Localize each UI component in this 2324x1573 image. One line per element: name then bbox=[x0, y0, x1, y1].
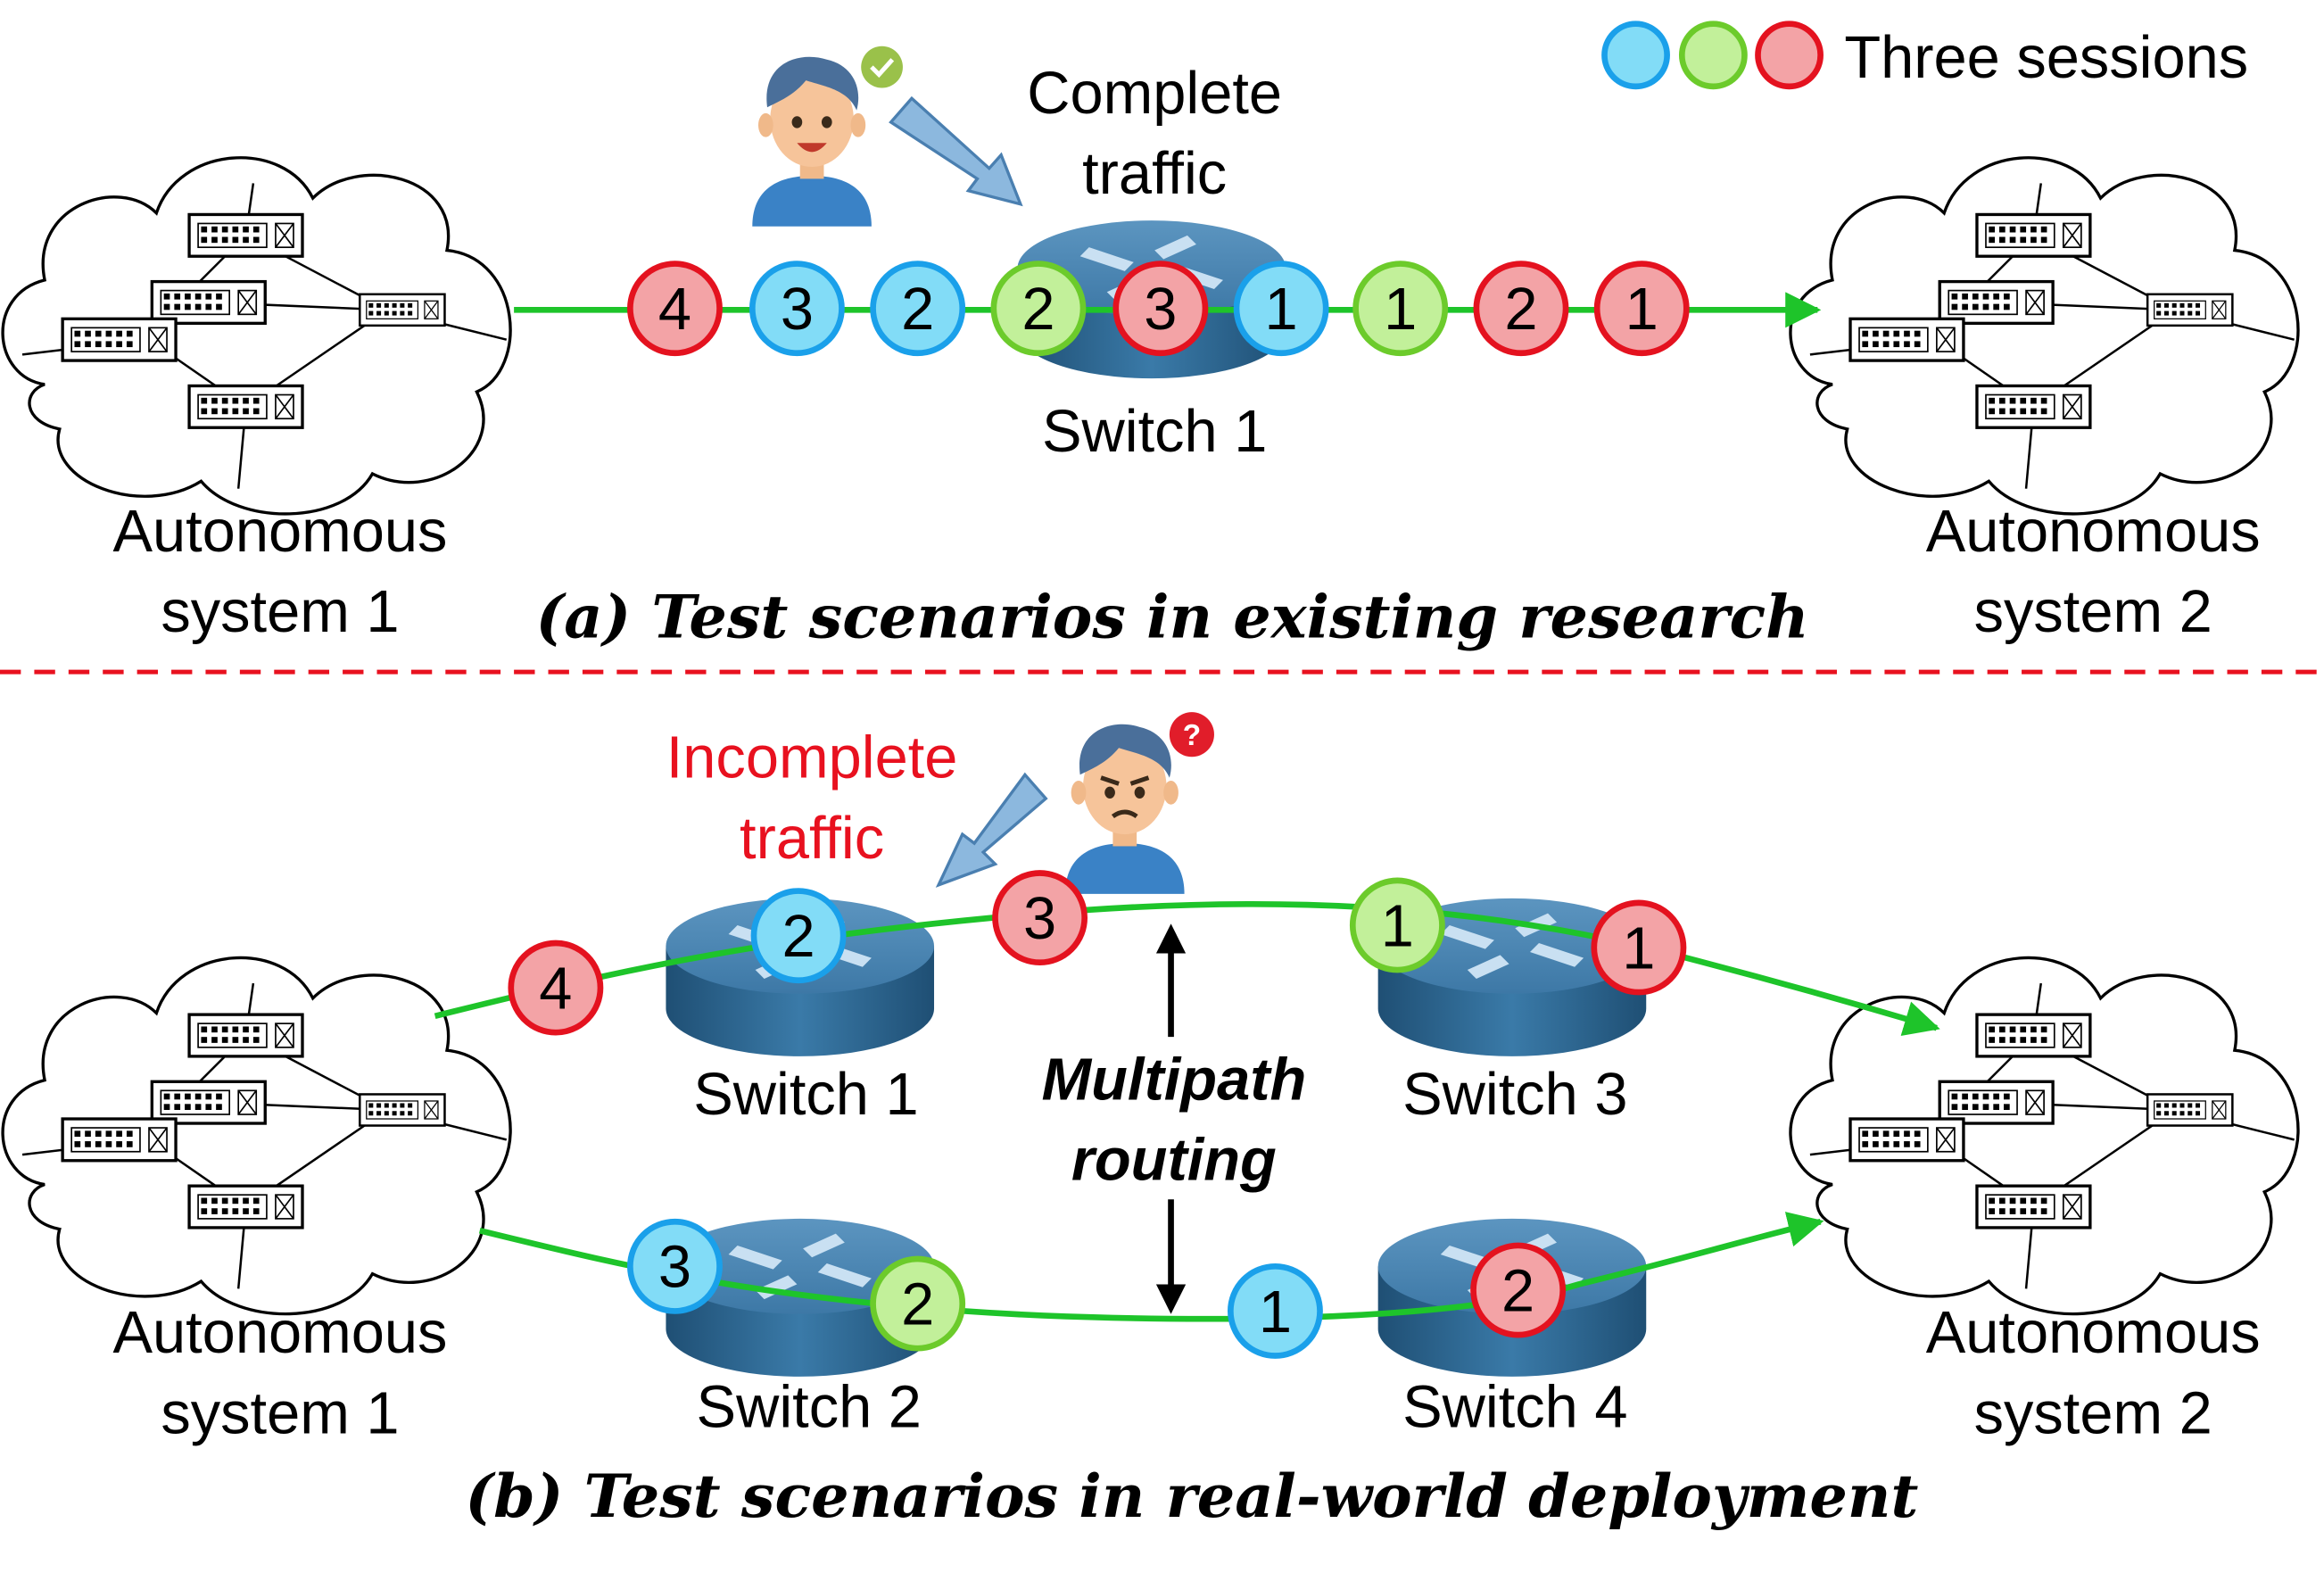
switch3-label: Switch 3 bbox=[1402, 1062, 1627, 1128]
switch4-label: Switch 4 bbox=[1402, 1375, 1627, 1441]
network-cloud-icon bbox=[1791, 158, 2298, 514]
panel-a: Three sessions Autonomous system 1 Auton… bbox=[3, 21, 2298, 652]
packet-sequence: 4 3 2 2 3 1 1 2 1 bbox=[627, 261, 1690, 357]
packet-number: 2 bbox=[1021, 277, 1054, 343]
legend: Three sessions bbox=[1601, 21, 2248, 91]
packet-number: 1 bbox=[1622, 915, 1655, 981]
packet-circle bbox=[1591, 899, 1687, 996]
packet-number: 2 bbox=[1501, 1258, 1534, 1324]
question-mark-icon: ? bbox=[1183, 719, 1201, 752]
packet-number: 1 bbox=[1625, 277, 1658, 343]
caption-a: (a) Test scenarios in existing research bbox=[536, 582, 1809, 652]
network-cloud-icon bbox=[1791, 957, 2298, 1313]
switch1-label: Switch 1 bbox=[1042, 399, 1267, 465]
packet-blue: 2 bbox=[750, 888, 847, 984]
pointer-arrow bbox=[935, 772, 1048, 888]
complete-traffic-line2: traffic bbox=[1082, 141, 1227, 207]
upper-path-line bbox=[434, 900, 1940, 1036]
as1-label-line1: Autonomous bbox=[112, 499, 447, 565]
packet-green: 1 bbox=[1352, 261, 1449, 357]
as2-label-line2: system 2 bbox=[1974, 579, 2212, 645]
legend-blue-session bbox=[1601, 21, 1670, 90]
packet-number: 1 bbox=[1384, 277, 1417, 343]
packet-blue: 3 bbox=[627, 1218, 723, 1314]
packet-circle bbox=[870, 261, 966, 357]
packet-red: 3 bbox=[1112, 261, 1209, 357]
as1-label-line2: system 1 bbox=[161, 1380, 399, 1446]
caption-b: (b) Test scenarios in real-world deploym… bbox=[466, 1461, 1919, 1531]
packet-circle bbox=[1352, 261, 1449, 357]
user-check-icon bbox=[752, 46, 903, 227]
packet-circle bbox=[748, 261, 845, 357]
packet-circle bbox=[508, 940, 604, 1036]
packet-circle bbox=[1349, 877, 1445, 973]
packet-blue: 1 bbox=[1233, 261, 1329, 357]
packet-number: 2 bbox=[782, 904, 815, 970]
packet-green: 2 bbox=[870, 1255, 966, 1352]
packet-number: 1 bbox=[1265, 277, 1298, 343]
packet-number: 3 bbox=[1023, 886, 1056, 952]
packet-blue: 1 bbox=[1227, 1263, 1323, 1359]
switch1-label: Switch 1 bbox=[693, 1062, 918, 1128]
incomplete-traffic-line2: traffic bbox=[740, 806, 884, 872]
multipath-label-line2: routing bbox=[1071, 1127, 1277, 1193]
packet-red: 4 bbox=[627, 261, 723, 357]
as2-label-line1: Autonomous bbox=[1926, 1300, 2261, 1366]
packet-red: 1 bbox=[1591, 899, 1687, 996]
packet-circle bbox=[992, 870, 1088, 966]
packet-number: 2 bbox=[1504, 277, 1537, 343]
network-cloud-icon bbox=[3, 158, 510, 514]
packet-number: 2 bbox=[901, 1271, 934, 1337]
packet-sequence: 4 2 3 1 1 3 2 1 2 bbox=[508, 870, 1687, 1359]
packet-red: 2 bbox=[1473, 261, 1569, 357]
as1-label-line2: system 1 bbox=[161, 579, 399, 645]
packet-red: 3 bbox=[992, 870, 1088, 966]
packet-number: 1 bbox=[1381, 893, 1414, 959]
as2-label-line2: system 2 bbox=[1974, 1380, 2212, 1446]
pointer-arrow bbox=[889, 95, 1023, 207]
packet-circle bbox=[990, 261, 1087, 357]
packet-circle bbox=[1473, 261, 1569, 357]
packet-circle bbox=[627, 1218, 723, 1314]
multipath-label-line1: Multipath bbox=[1042, 1047, 1307, 1113]
legend-label: Three sessions bbox=[1844, 25, 2248, 91]
complete-traffic-line1: Complete bbox=[1027, 61, 1282, 127]
user-question-icon: ? bbox=[1064, 712, 1214, 894]
packet-red: 4 bbox=[508, 940, 604, 1036]
packet-number: 3 bbox=[658, 1235, 691, 1301]
network-cloud-icon bbox=[3, 957, 510, 1313]
packet-circle bbox=[1227, 1263, 1323, 1359]
packet-green: 1 bbox=[1349, 877, 1445, 973]
packet-number: 3 bbox=[781, 277, 814, 343]
packet-circle bbox=[1233, 261, 1329, 357]
packet-number: 4 bbox=[658, 277, 691, 343]
packet-blue: 2 bbox=[870, 261, 966, 357]
packet-number: 1 bbox=[1259, 1279, 1292, 1345]
packet-red: 2 bbox=[1470, 1242, 1567, 1338]
packet-number: 4 bbox=[539, 956, 572, 1022]
switch2-label: Switch 2 bbox=[697, 1375, 922, 1441]
packet-number: 2 bbox=[901, 277, 934, 343]
packet-red: 1 bbox=[1593, 261, 1690, 357]
as1-label-line1: Autonomous bbox=[112, 1300, 447, 1366]
legend-red-session bbox=[1755, 21, 1824, 90]
panel-b: Autonomous system 1 Autonomous system 2 … bbox=[3, 712, 2298, 1531]
packet-circle bbox=[870, 1255, 966, 1352]
packet-circle bbox=[750, 888, 847, 984]
packet-green: 2 bbox=[990, 261, 1087, 357]
packet-circle bbox=[1470, 1242, 1567, 1338]
legend-green-session bbox=[1678, 21, 1748, 90]
packet-circle bbox=[1112, 261, 1209, 357]
packet-circle bbox=[627, 261, 723, 357]
incomplete-traffic-line1: Incomplete bbox=[666, 725, 958, 791]
packet-circle bbox=[1593, 261, 1690, 357]
packet-blue: 3 bbox=[748, 261, 845, 357]
as2-label-line1: Autonomous bbox=[1926, 499, 2261, 565]
packet-number: 3 bbox=[1144, 277, 1177, 343]
